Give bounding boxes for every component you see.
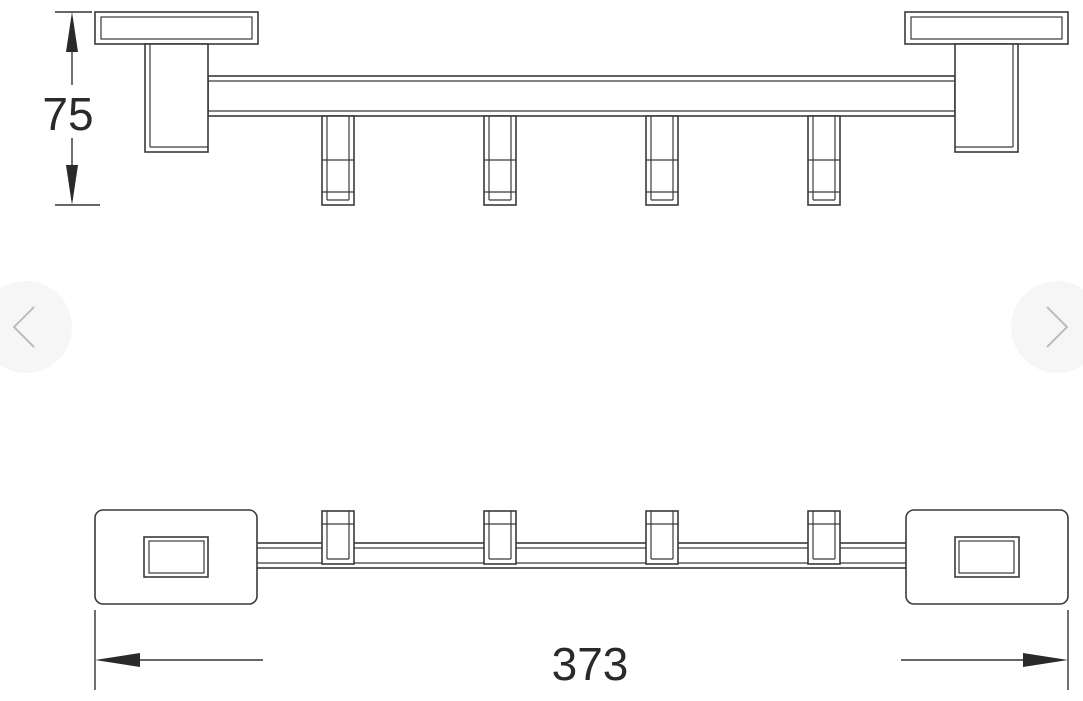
- hook-front: [807, 115, 841, 206]
- bar-top: [207, 542, 956, 569]
- width-arrow-left: [95, 653, 140, 667]
- hook-top: [645, 510, 679, 565]
- height-arrow-top: [66, 12, 78, 52]
- top-view: [94, 509, 1069, 605]
- next-button[interactable]: [1011, 281, 1083, 373]
- hooks-front: [321, 115, 841, 206]
- height-dimension: 75: [42, 11, 100, 206]
- hook-top: [807, 510, 841, 565]
- chevron-left-icon: [12, 306, 35, 348]
- width-dimension: 373: [94, 610, 1069, 690]
- hook-front: [645, 115, 679, 206]
- bar-front: [207, 75, 956, 117]
- left-plate-top: [94, 509, 258, 605]
- width-dimension-label: 373: [552, 638, 629, 690]
- hook-front: [321, 115, 355, 206]
- chevron-right-icon: [1046, 306, 1069, 348]
- right-plate-top: [905, 509, 1069, 605]
- left-flange-front: [94, 11, 259, 45]
- front-view: [94, 11, 1069, 206]
- left-post-front: [144, 43, 209, 153]
- right-post-front: [954, 43, 1019, 153]
- hooks-top: [321, 510, 841, 565]
- width-arrow-right: [1023, 653, 1068, 667]
- right-flange-front: [904, 11, 1069, 45]
- hook-top: [321, 510, 355, 565]
- previous-button[interactable]: [0, 281, 72, 373]
- height-dimension-label: 75: [42, 88, 93, 140]
- height-arrow-bottom: [66, 165, 78, 205]
- hook-front: [483, 115, 517, 206]
- hook-top: [483, 510, 517, 565]
